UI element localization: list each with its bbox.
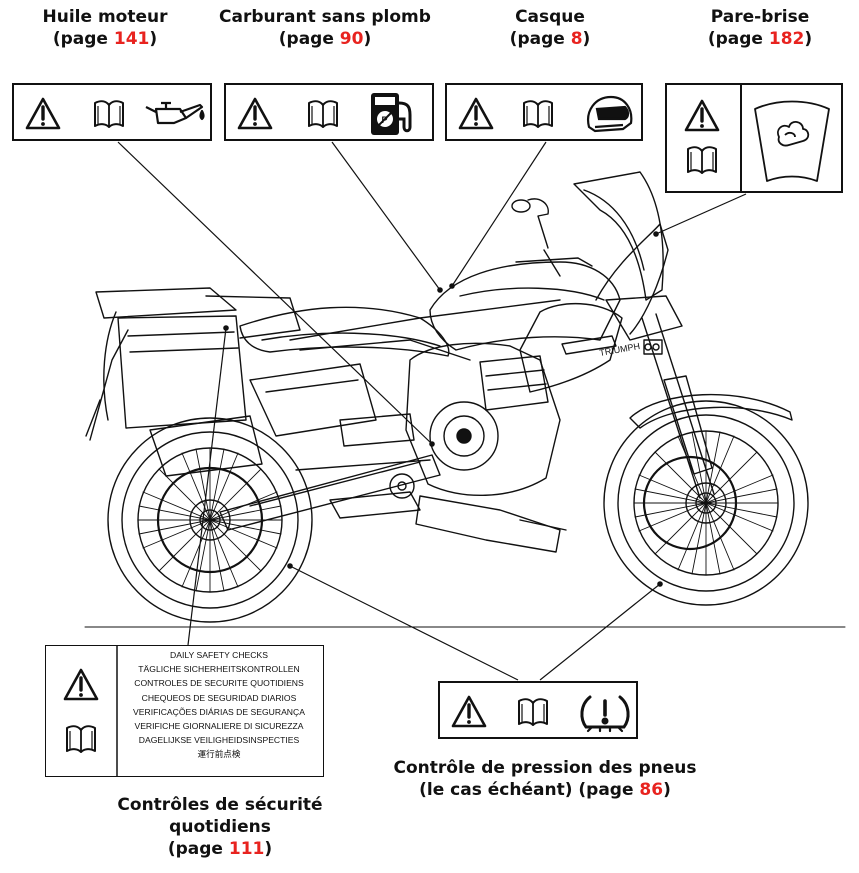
label-oil: Huile moteur (page 141) <box>30 6 180 50</box>
label-box-fuel-icons: P <box>237 93 412 135</box>
label-windscreen: Pare-brise (page 182) <box>680 6 840 50</box>
tyre-pressure-icon <box>580 695 630 733</box>
leader-oil-dot <box>429 441 435 447</box>
svg-text:P: P <box>382 115 388 125</box>
warning-icon <box>451 695 487 728</box>
label-oil-title: Huile moteur <box>42 7 168 27</box>
engine <box>339 342 567 553</box>
leader-helmet <box>451 141 547 287</box>
label-helmet-title: Casque <box>515 7 585 27</box>
handlebar <box>511 198 593 277</box>
daily-check-line: DAILY SAFETY CHECKS <box>170 650 268 660</box>
leader-oil <box>117 141 433 445</box>
label-box-daily-checks <box>45 645 324 777</box>
leader-windscreen-dot <box>653 231 659 237</box>
daily-checks-text: DAILY SAFETY CHECKS TÄGLICHE SICHERHEITS… <box>118 648 320 762</box>
page-ref[interactable]: 8 <box>570 29 583 49</box>
label-box-helmet-icons <box>458 95 633 133</box>
leader-fuel <box>331 141 441 291</box>
label-tyre-pressure: Contrôle de pression des pneus (le cas é… <box>393 758 697 800</box>
daily-check-line: VERIFICHE GIORNALIERE DI SICUREZZA <box>134 721 304 732</box>
page-ref[interactable]: 182 <box>768 29 805 49</box>
label-box-fuel: P <box>224 83 434 141</box>
fuel-tank <box>429 261 621 351</box>
leader-daily-checks-dot <box>223 325 229 331</box>
daily-check-line: DAGELIJKSE VEILIGHEIDSINSPECTIES <box>138 735 300 746</box>
leader-tyre-pressure <box>289 565 661 681</box>
warning-icon <box>63 668 99 701</box>
unleaded-fuel-icon: P <box>371 93 412 135</box>
leader-tyre-front-dot <box>657 581 663 587</box>
page-ref[interactable]: 86 <box>639 780 664 800</box>
label-daily-checks: Contrôles de sécurité quotidiens (page 1… <box>117 795 323 859</box>
manual-book-icon <box>66 725 96 753</box>
front-fork <box>641 313 715 499</box>
headlight <box>605 295 683 355</box>
seat <box>239 306 450 357</box>
manual-book-icon <box>518 698 548 726</box>
tank-brand: TRIUMPH <box>599 341 641 358</box>
label-box-helmet <box>445 83 643 141</box>
label-box-tyre-pressure-icons <box>451 695 630 733</box>
daily-check-line: CONTROLES DE SECURITE QUOTIDIENS <box>134 678 304 689</box>
oil-can-icon <box>145 101 205 125</box>
luggage-rack <box>89 287 301 477</box>
daily-check-line: 運行前点検 <box>197 749 241 760</box>
rear-wheel <box>107 417 313 623</box>
exhaust <box>249 363 421 519</box>
leader-daily-checks <box>187 327 227 646</box>
label-box-oil <box>12 83 212 141</box>
leader-helmet-dot <box>449 283 455 289</box>
kickstand <box>85 399 101 437</box>
label-box-oil-icons <box>25 97 205 130</box>
page-ref[interactable]: 111 <box>228 839 265 859</box>
helmet-icon <box>587 95 633 133</box>
leader-fuel-dot <box>437 287 443 293</box>
label-fuel-title: Carburant sans plomb <box>219 7 431 27</box>
leader-lines <box>117 141 747 681</box>
label-box-windscreen-icons <box>684 85 830 191</box>
front-wheel <box>603 393 809 606</box>
label-fuel: Carburant sans plomb (page 90) <box>205 6 445 50</box>
label-box-daily-checks-icons <box>63 646 118 776</box>
windscreen <box>573 171 664 301</box>
swingarm <box>219 454 441 531</box>
label-box-windscreen <box>665 83 843 193</box>
daily-check-line: VERIFICAÇÕES DIÁRIAS DE SEGURANÇA <box>133 706 305 717</box>
daily-check-line: CHEQUEOS DE SEGURIDAD DIARIOS <box>141 692 297 703</box>
frame <box>289 299 561 471</box>
leader-tyre-rear-dot <box>287 563 293 569</box>
daily-check-line: TÄGLICHE SICHERHEITSKONTROLLEN <box>138 664 300 675</box>
label-box-tyre-pressure <box>438 681 638 739</box>
windscreen-cleaning-icon <box>754 100 830 182</box>
page-ref[interactable]: 141 <box>113 29 150 49</box>
label-helmet: Casque (page 8) <box>480 6 620 50</box>
label-windscreen-title: Pare-brise <box>710 7 810 27</box>
page-ref[interactable]: 90 <box>339 29 364 49</box>
leader-windscreen <box>655 193 747 235</box>
